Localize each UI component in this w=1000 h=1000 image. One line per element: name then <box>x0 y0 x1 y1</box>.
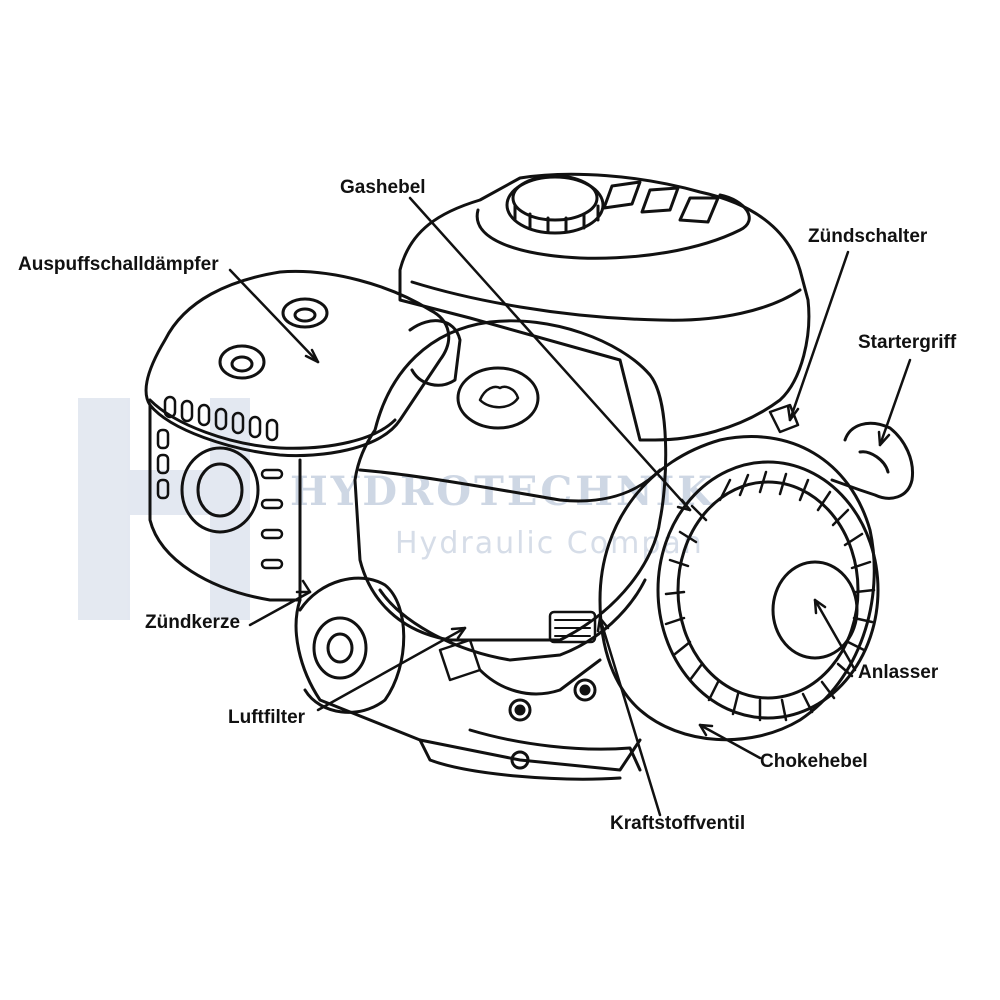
label-luftfilter: Luftfilter <box>228 707 306 728</box>
label-kraftstoffventil: Kraftstoffventil <box>610 813 746 834</box>
leader-lines <box>228 196 912 817</box>
ignition-switch <box>768 403 800 434</box>
label-gashebel: Gashebel <box>340 177 426 198</box>
fuel-tank <box>398 172 811 442</box>
recoil-starter <box>598 435 880 742</box>
crankcase <box>294 576 642 781</box>
cylinder-head <box>148 403 302 602</box>
muffler <box>144 269 451 458</box>
label-anlasser: Anlasser <box>858 662 939 683</box>
label-zuendschalter: Zündschalter <box>808 226 928 247</box>
label-zuendkerze: Zündkerze <box>145 612 241 633</box>
label-auspuffschalldaempfer: Auspuffschalldämpfer <box>18 254 219 275</box>
air-filter-housing <box>353 319 668 662</box>
starter-grip <box>830 421 915 500</box>
label-startergriff: Startergriff <box>858 332 957 353</box>
label-chokehebel: Chokehebel <box>760 751 868 772</box>
watermark-brand: HYDROTECHNIK <box>290 468 715 515</box>
